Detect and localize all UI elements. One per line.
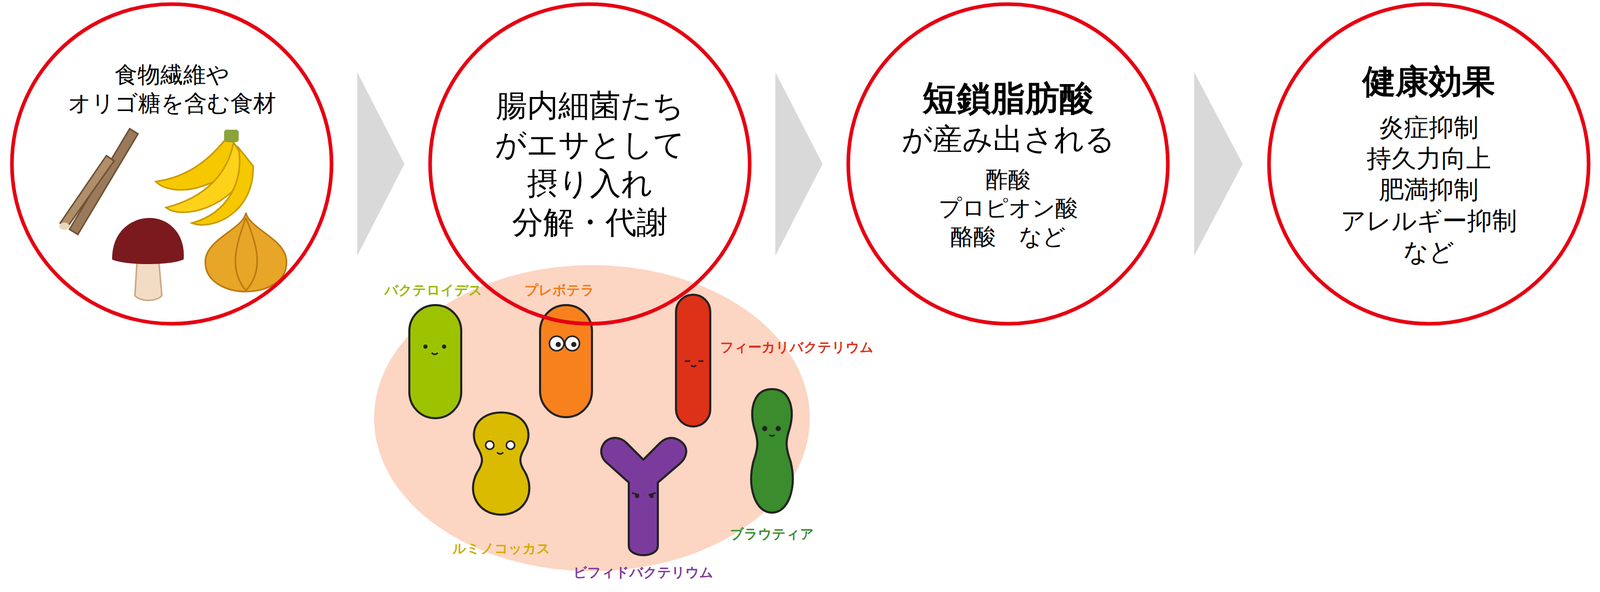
circle-heading: 食物繊維や オリゴ糖を含む食材 [57,60,286,118]
banana-icon [155,129,254,225]
circle-heading: 健康効果 [1362,60,1496,103]
flow-circle: 腸内細菌たち がエサとして 摂り入れ 分解・代謝 [428,2,752,326]
bacteria-name: フィーカリバクテリウム [720,339,874,356]
circle-text: 炎症抑制 持久力向上 肥満抑制 アレルギー抑制 など [1332,111,1525,268]
circle-heading: 腸内細菌たち がエサとして 摂り入れ 分解・代謝 [480,86,699,242]
circle-text: 酢酸 プロピオン酸 酪酸 など [930,164,1086,251]
bacteria-name: ルミノコッカス [452,540,551,557]
onion-icon [205,212,287,292]
circle-heading: 短鎖脂肪酸 [922,77,1094,121]
circle-text: が産み出される [901,120,1115,159]
flow-circle: 健康効果炎症抑制 持久力向上 肥満抑制 アレルギー抑制 など [1266,2,1591,326]
circle-outline [428,2,752,326]
flow-circle: 食物繊維や オリゴ糖を含む食材 [9,2,334,326]
flow-circle: 短鎖脂肪酸が産み出される酢酸 プロピオン酸 酪酸 など [846,2,1170,326]
flow-arrow [1194,72,1244,256]
circle-outline [9,2,334,326]
bacteria-name: ビフィドバクテリウム [573,564,714,581]
flow-arrow [775,72,823,256]
circle-outline [846,2,1170,326]
faecalibacterium-cell [676,294,711,427]
bacteria-name: バクテロイデス [384,282,483,299]
bacteria-name: プレボテラ [524,282,595,299]
flow-arrow [357,72,405,256]
mushroom-icon [112,217,184,301]
bacteroides-cell [409,305,462,419]
blautia-cell [751,389,793,513]
ruminococcus-cell [473,412,530,515]
bifidobacterium-cell [601,437,687,556]
bacteria-oval [374,265,810,572]
burdock-icon [59,128,139,235]
bacteria-name: ブラウティア [729,526,815,543]
